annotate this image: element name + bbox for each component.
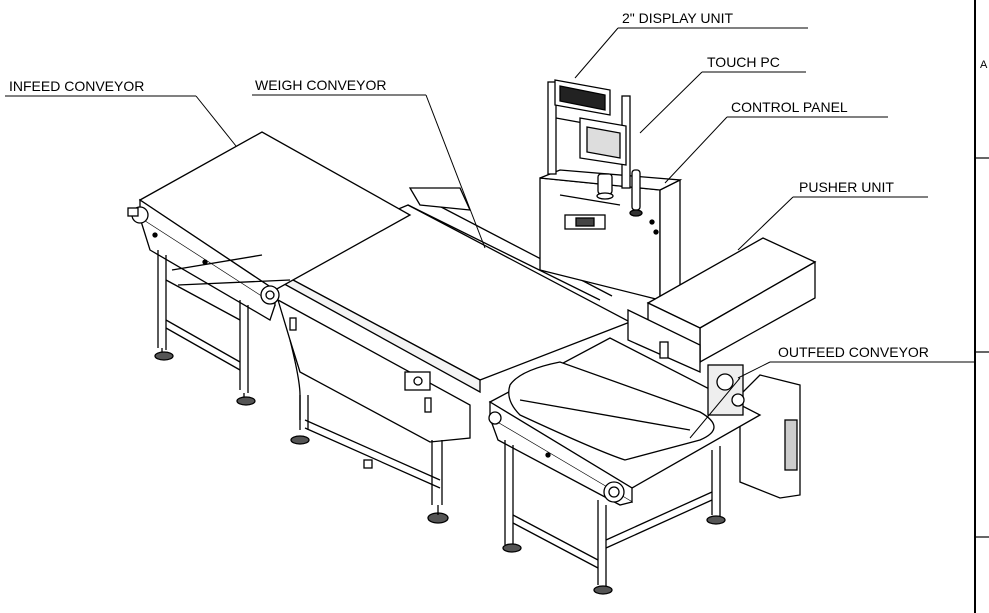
label-pusher-unit: PUSHER UNIT (799, 179, 894, 195)
pusher-unit (627, 237, 817, 374)
leader-lines (5, 27, 976, 439)
label-control-panel: CONTROL PANEL (731, 99, 848, 115)
outfeed-conveyor (488, 337, 801, 595)
border-zone-letter: A (980, 59, 988, 71)
label-infeed-conveyor: INFEED CONVEYOR (9, 78, 144, 94)
drawing-border (974, 0, 989, 613)
label-touch-pc: TOUCH PC (707, 54, 780, 70)
display-mast (547, 79, 643, 217)
label-outfeed-conveyor: OUTFEED CONVEYOR (778, 344, 929, 360)
label-weigh-conveyor: WEIGH CONVEYOR (255, 77, 386, 93)
label-display-unit: 2" DISPLAY UNIT (622, 10, 733, 26)
control-panel-cabinet (539, 169, 683, 302)
infeed-conveyor (127, 131, 412, 406)
